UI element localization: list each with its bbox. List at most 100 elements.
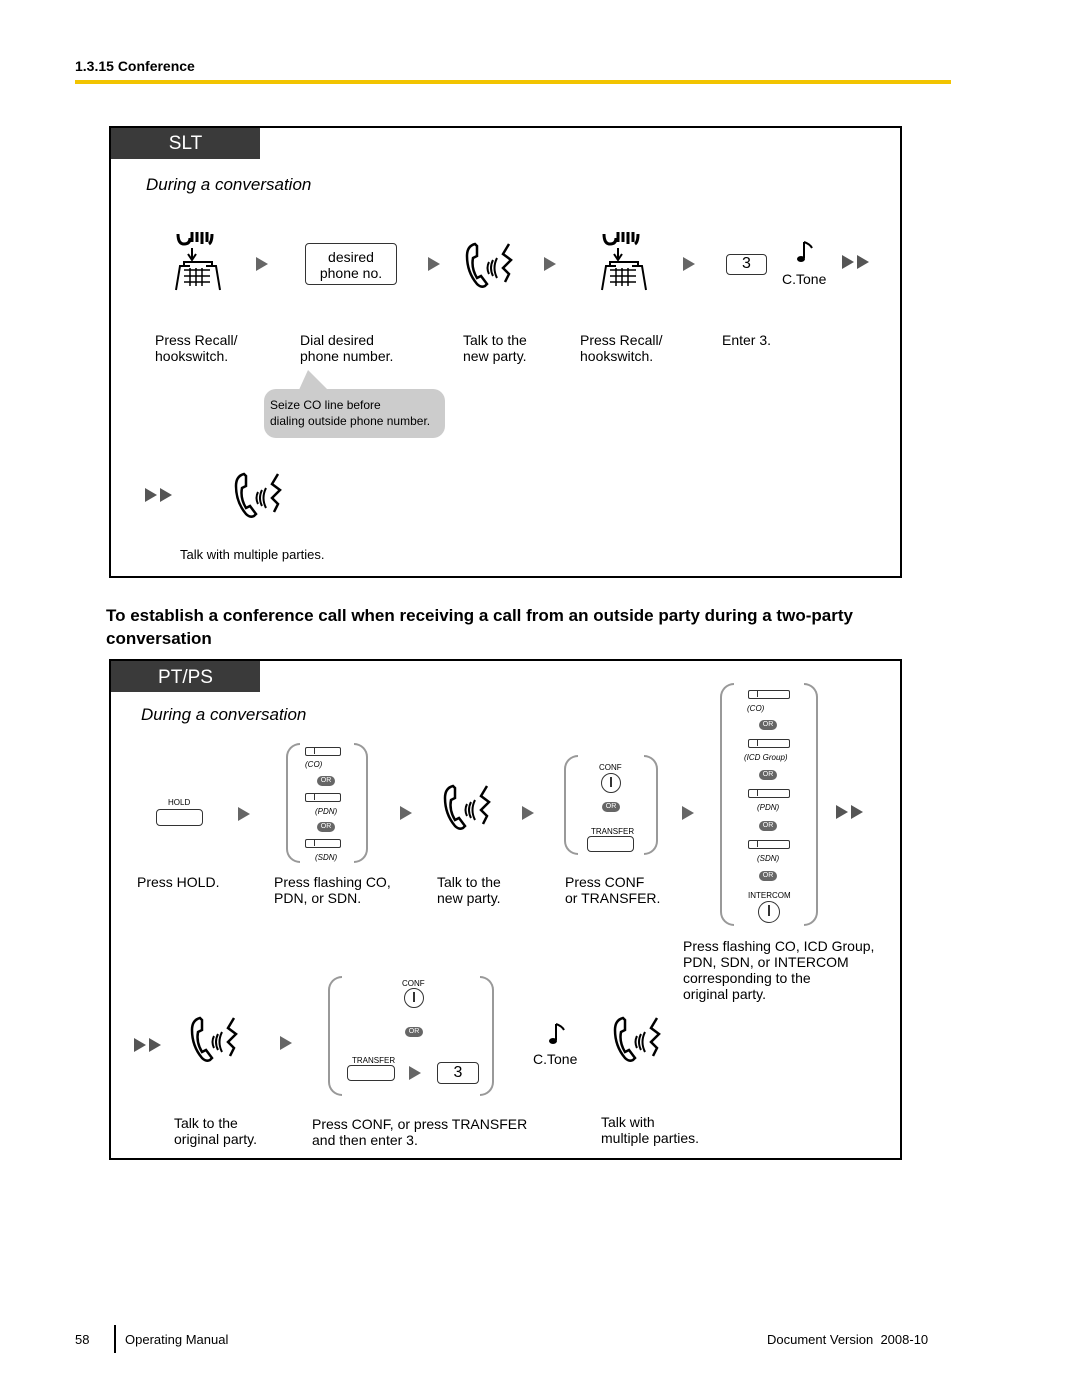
- caption-dial: Dial desired phone number.: [300, 332, 393, 364]
- caption-line: Press flashing CO,: [274, 874, 391, 890]
- sdn-label: (SDN): [315, 853, 338, 862]
- caption-conf-enter: Press CONF, or press TRANSFER and then e…: [312, 1116, 527, 1148]
- sdn-button: [748, 840, 790, 849]
- continue-arrow: [134, 1038, 164, 1052]
- footer-divider: [114, 1325, 116, 1353]
- manual-title: Operating Manual: [125, 1332, 229, 1347]
- page-number: 58: [75, 1332, 90, 1347]
- intercom-button: [758, 901, 780, 923]
- group-bracket-left: [328, 976, 342, 1096]
- caption-line: Dial desired: [300, 332, 374, 348]
- transfer-button: [347, 1065, 395, 1081]
- caption-original-party: Press flashing CO, ICD Group, PDN, SDN, …: [683, 938, 874, 1002]
- caption-line: Talk to the: [437, 874, 501, 890]
- hold-key-label: HOLD: [168, 798, 191, 807]
- transfer-label: TRANSFER: [591, 827, 635, 836]
- step-arrow: [428, 257, 440, 271]
- caption-line: PDN, or SDN.: [274, 890, 362, 906]
- digit-3-key: 3: [437, 1062, 479, 1084]
- note-callout: Seize CO line before dialing outside pho…: [264, 389, 445, 438]
- caption-press-flashing: Press flashing CO, PDN, or SDN.: [274, 874, 391, 906]
- digit-3-label: 3: [453, 1064, 463, 1081]
- caption-line: and then enter 3.: [312, 1132, 418, 1148]
- continue-arrow: [836, 805, 866, 819]
- hold-button: [156, 809, 203, 826]
- caption-line: Press Recall/: [580, 332, 663, 348]
- caption-line: phone number.: [300, 348, 394, 364]
- caption-talk-new: Talk to the new party.: [437, 874, 501, 906]
- caption-line: original party.: [683, 986, 767, 1002]
- icd-group-button: [748, 739, 790, 748]
- callout-line-2: dialing outside phone number.: [270, 414, 431, 428]
- caption-line: new party.: [437, 890, 501, 906]
- group-bracket-right: [644, 755, 658, 855]
- step-arrow: [409, 1066, 421, 1080]
- pdn-button: [305, 793, 341, 802]
- or-badge: OR: [317, 822, 335, 832]
- caption-talk-multiple: Talk with multiple parties.: [180, 547, 325, 562]
- caption-talk-original: Talk to the original party.: [174, 1115, 257, 1147]
- talking-handset-icon: [443, 782, 495, 832]
- key-line-1: desired: [328, 249, 374, 265]
- co-button: [305, 747, 341, 756]
- talking-handset-icon: [190, 1014, 242, 1064]
- or-badge: OR: [759, 821, 777, 831]
- continue-arrow: [842, 255, 872, 269]
- ctone-label: C.Tone: [782, 271, 827, 287]
- intercom-label: INTERCOM: [748, 891, 791, 900]
- icd-group-label: (ICD Group): [744, 753, 788, 762]
- step-arrow: [280, 1036, 292, 1050]
- hookswitch-icon: [596, 228, 652, 294]
- caption-recall-2: Press Recall/ hookswitch.: [580, 332, 662, 364]
- step-arrow: [544, 257, 556, 271]
- caption-line: PDN, SDN, or INTERCOM: [683, 954, 849, 970]
- confirmation-tone-icon: [796, 240, 816, 266]
- caption-line: Press CONF, or press TRANSFER: [312, 1116, 528, 1132]
- caption-talk-multiple: Talk with multiple parties.: [601, 1114, 699, 1146]
- co-label: (CO): [305, 760, 323, 769]
- pdn-label: (PDN): [757, 803, 780, 812]
- or-badge: OR: [317, 776, 335, 786]
- callout-pointer: [298, 370, 330, 392]
- group-bracket-right: [480, 976, 494, 1096]
- pdn-label: (PDN): [315, 807, 338, 816]
- desired-phone-key: desired phone no.: [305, 243, 397, 285]
- co-button: [748, 690, 790, 699]
- caption-line: Press CONF: [565, 874, 645, 890]
- slt-tab: SLT: [111, 128, 260, 159]
- sdn-label: (SDN): [757, 854, 780, 863]
- procedure-heading: To establish a conference call when rece…: [106, 604, 966, 650]
- slt-during-label: During a conversation: [146, 175, 312, 194]
- heading-line-1: To establish a conference call when rece…: [106, 606, 853, 625]
- step-arrow: [256, 257, 268, 271]
- callout-line-1: Seize CO line before: [270, 398, 381, 412]
- caption-line: multiple parties.: [601, 1130, 700, 1146]
- step-arrow: [522, 806, 534, 820]
- slt-panel: [109, 126, 902, 578]
- conf-button: [404, 988, 424, 1008]
- ptps-tab: PT/PS: [111, 661, 260, 692]
- group-bracket-left: [564, 755, 578, 855]
- caption-line: Talk to the: [463, 332, 527, 348]
- confirmation-tone-icon: [548, 1022, 568, 1048]
- digit-3-label: 3: [742, 255, 751, 272]
- caption-line: Talk with: [601, 1114, 655, 1130]
- digit-3-key: 3: [726, 254, 767, 275]
- or-badge: OR: [759, 871, 777, 881]
- ctone-label: C.Tone: [533, 1051, 578, 1067]
- group-bracket-left: [720, 683, 734, 926]
- or-badge: OR: [602, 802, 620, 812]
- continue-arrow: [145, 488, 175, 502]
- caption-line: Press flashing CO, ICD Group,: [683, 938, 875, 954]
- document-version: Document Version 2008-10: [767, 1332, 929, 1347]
- caption-line: Enter 3.: [722, 332, 772, 348]
- transfer-label: TRANSFER: [352, 1056, 396, 1065]
- conf-label: CONF: [599, 763, 622, 772]
- caption-enter-3: Enter 3.: [722, 332, 771, 348]
- caption-line: new party.: [463, 348, 527, 364]
- ptps-during-label: During a conversation: [141, 705, 307, 724]
- pdn-button: [748, 789, 790, 798]
- talking-handset-icon: [613, 1014, 665, 1064]
- section-title: 1.3.15 Conference: [75, 58, 195, 74]
- group-bracket-right: [354, 743, 368, 863]
